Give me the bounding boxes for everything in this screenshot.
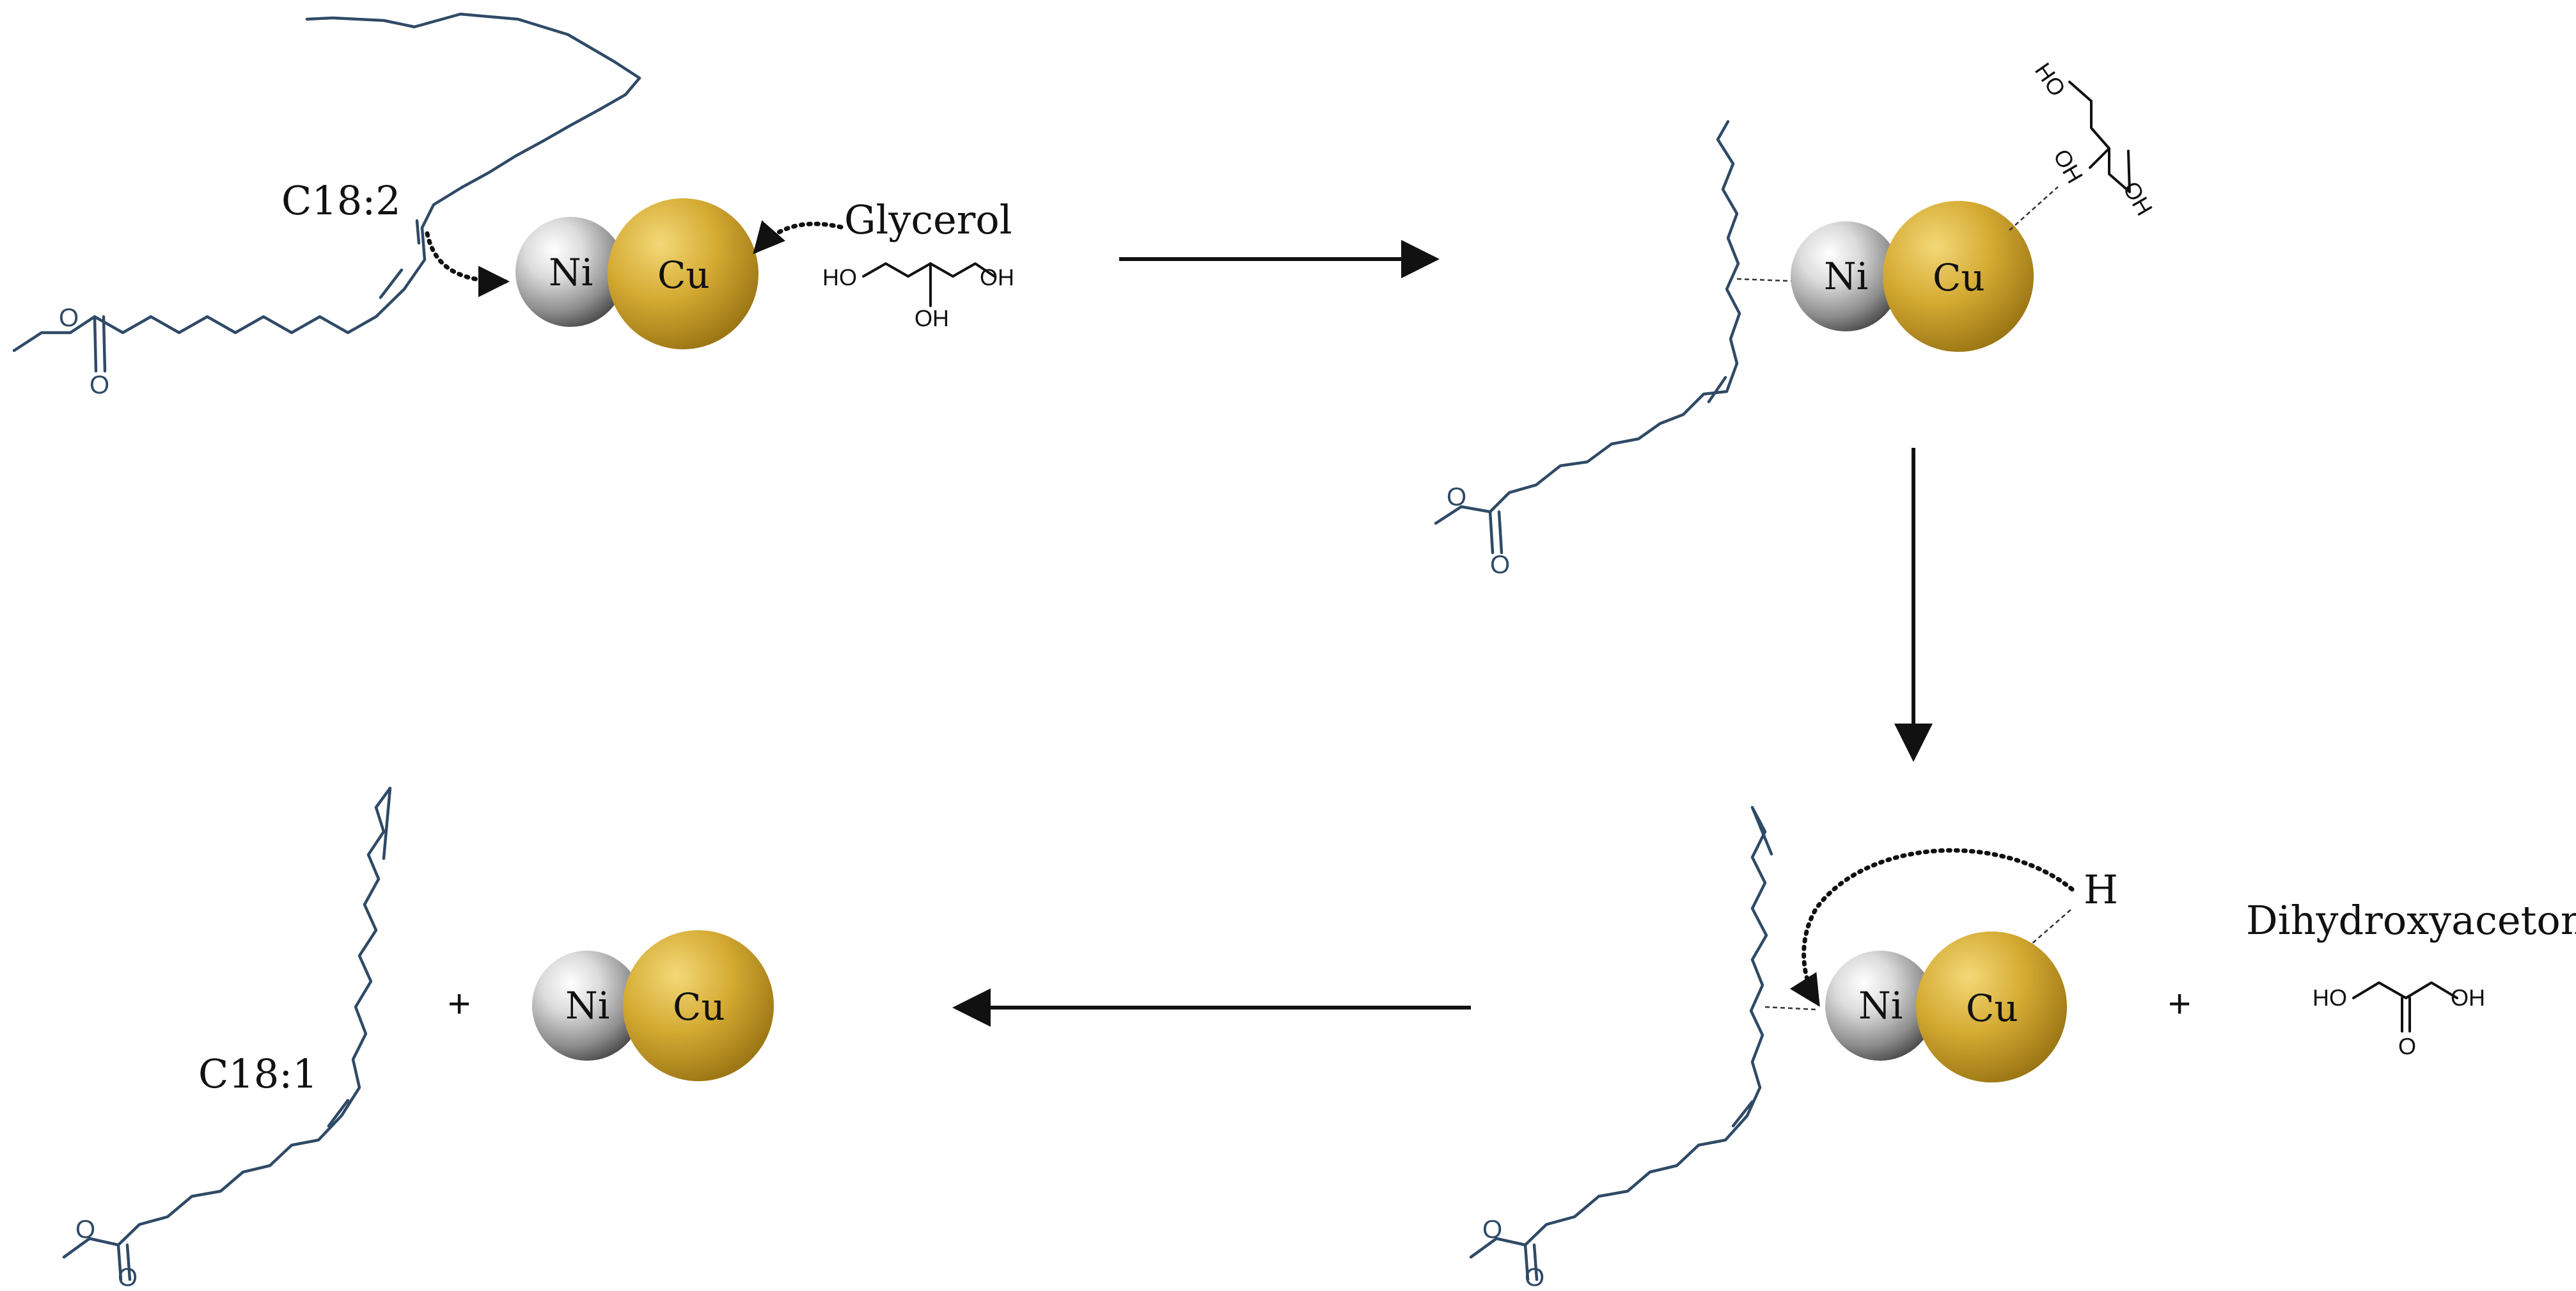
ni-sphere [1791, 221, 1901, 331]
label-dihydroxyacetone: Dihydroxyacetone [2246, 897, 2576, 944]
nicu-particle-4: Ni Cu [532, 930, 774, 1081]
label-hydrogen: H [2084, 866, 2118, 913]
adsorption-bond-c-ni-3 [1764, 1006, 1817, 1011]
cu-label: Cu [657, 253, 710, 297]
glycerol-oh-middle: OH [915, 305, 949, 331]
oleate-chain [62, 786, 392, 1259]
ni-label: Ni [1824, 255, 1868, 298]
panel-h-transfer: O O H Ni Cu + Dihydroxyacetone HO OH O [1469, 805, 2576, 1291]
ester-oxygen: O [59, 304, 79, 332]
carbonyl-oxygen: O [90, 371, 109, 399]
dha-skeleton [2352, 981, 2458, 999]
cu-sphere [623, 930, 774, 1081]
nicu-particle-1: Ni Cu [515, 198, 758, 349]
cu-sphere [1883, 201, 2034, 352]
cu-sphere [608, 198, 758, 349]
ni-sphere [1825, 951, 1935, 1061]
reacting-chain [1469, 805, 1773, 1259]
ni-label: Ni [565, 984, 609, 1027]
carbonyl-oxygen-4: O [118, 1263, 137, 1291]
glycerol-oh-right: OH [980, 264, 1014, 290]
nicu-particle-3: Ni Cu [1825, 931, 2067, 1082]
nicu-particle-2: Ni Cu [1791, 201, 2034, 352]
adsorbed-chain [1434, 120, 1741, 525]
adsorption-bond-oh-cu [2009, 186, 2059, 231]
dotted-arrow-glycerol-to-cu [753, 220, 844, 255]
linoleate-chain [12, 12, 641, 352]
ni-sphere [515, 217, 625, 327]
adsorbed-oh-free: OH [2118, 177, 2158, 219]
dotted-arrow-h-to-carbon [1789, 848, 2075, 1007]
plus-sign-left: + [448, 982, 471, 1026]
carbonyl-oxygen-2: O [1490, 551, 1510, 579]
glycerol-skeleton [862, 262, 996, 278]
ester-oxygen-4: O [75, 1216, 95, 1244]
panel-start: O O C18:2 Ni Cu Glycerol HO OH OH [12, 12, 1014, 399]
cu-label: Cu [1966, 986, 2018, 1030]
adsorbed-ho: HO [2030, 58, 2071, 101]
ester-oxygen-2: O [1447, 483, 1466, 511]
ester-oxygen-3: O [1482, 1216, 1502, 1244]
ni-sphere [532, 951, 642, 1061]
adsorbed-oh-bound: OH [2048, 145, 2089, 187]
cu-sphere [1916, 931, 2067, 1082]
dha-oh: OH [2451, 985, 2485, 1011]
ni-label: Ni [549, 251, 593, 294]
ni-label: Ni [1858, 984, 1903, 1027]
glycerol-ho: HO [822, 264, 857, 290]
panel-products: O O C18:1 + Ni Cu [62, 786, 774, 1291]
plus-sign-right: + [2168, 982, 2191, 1026]
cu-label: Cu [673, 985, 725, 1029]
label-c18-1: C18:1 [198, 1050, 318, 1097]
carbonyl-oxygen-3: O [1525, 1263, 1544, 1291]
cu-label: Cu [1933, 256, 1985, 299]
dotted-arrow-chain-to-ni [425, 231, 510, 297]
label-glycerol: Glycerol [844, 196, 1012, 243]
label-c18-2: C18:2 [281, 177, 401, 224]
panel-adsorbed: O O Ni Cu HO OH OH [1434, 58, 2158, 579]
dha-ho: HO [2313, 985, 2347, 1011]
dha-carbonyl-oxygen: O [2398, 1033, 2416, 1059]
